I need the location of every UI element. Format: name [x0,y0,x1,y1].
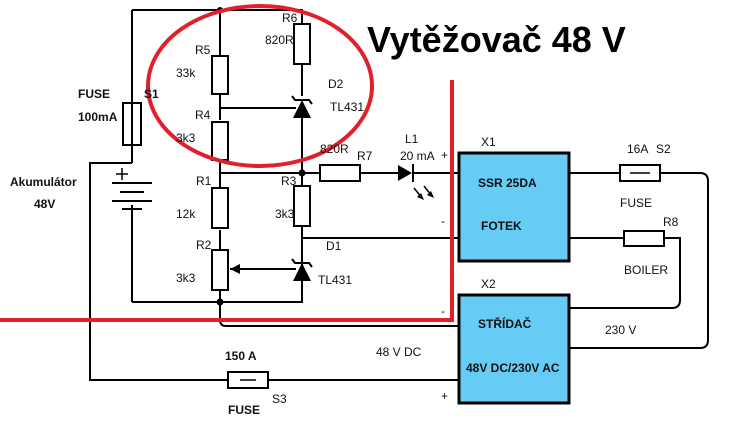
fuse-s3-label: FUSE [228,403,260,417]
ac-bus-label: 230 V [605,323,636,337]
x1-plus: + [441,148,448,162]
r8-ref: R8 [663,215,679,229]
junction-dot [298,169,306,177]
l1-ref: L1 [405,132,419,146]
x2-line1: STŘÍDAČ [478,316,532,331]
x1-ref: X1 [481,135,496,149]
resistor-r7 [319,164,361,182]
fuse-s1-rating: 100mA [78,110,118,124]
r3-value: 3k3 [275,207,295,221]
r6-value: 820R [265,33,294,47]
potentiometer-r2 [211,249,229,291]
diagram-title: Vytěžovač 48 V [367,19,626,60]
r2-value: 3k3 [176,271,196,285]
battery-symbol [112,168,152,210]
ssr-block-x1 [457,151,571,263]
resistor-r3 [293,185,311,227]
r3-ref: R3 [281,174,297,188]
red-boundary-line [0,80,454,322]
wiper-arrow-icon [230,264,240,274]
x2-minus: - [441,304,445,318]
x1-minus: - [441,214,445,228]
fuse-s3-ref: S3 [272,392,287,406]
led-l1-icon [398,164,434,200]
l1-current: 20 mA [400,149,435,163]
dc-bus-label: 48 V DC [376,345,422,359]
r5-value: 33k [176,66,196,80]
zener-d2-icon [291,95,313,118]
x1-line2: FOTEK [481,219,522,233]
resistor-r5 [211,55,229,95]
r6-ref: R6 [282,11,298,25]
d1-part: TL431 [318,273,352,287]
resistor-r6 [293,23,311,65]
d2-part: TL431 [330,100,364,114]
x1-line1: SSR 25DA [478,176,537,190]
x2-plus: + [441,389,448,403]
r4-ref: R4 [195,108,211,122]
red-highlight-ellipse [146,4,374,168]
fuse-s2-label: FUSE [620,196,652,210]
r4-value: 3k3 [176,131,196,145]
fuse-s1-label: FUSE [78,87,110,101]
resistor-r4 [211,121,229,161]
fuse-s2-rating: 16A [627,142,648,156]
d2-ref: D2 [328,77,344,91]
r7-ref: R7 [357,149,373,163]
battery-name: Akumulátor [10,175,77,189]
zener-d1-icon [291,258,313,281]
fuse-s1-ref: S1 [144,87,159,101]
fuse-s1 [122,102,142,146]
r1-value: 12k [176,207,196,221]
r5-ref: R5 [195,43,211,57]
x2-ref: X2 [481,277,496,291]
r8-value: BOILER [624,263,668,277]
d1-ref: D1 [326,239,342,253]
resistor-r8-boiler [623,230,665,247]
inverter-block-x2 [457,293,571,405]
r1-ref: R1 [196,174,212,188]
resistor-r1 [211,187,229,229]
fuse-s3-rating: 150 A [225,349,257,363]
x2-line2: 48V DC/230V AC [466,361,560,375]
battery-voltage: 48V [34,197,55,211]
r2-ref: R2 [196,238,212,252]
fuse-s2-ref: S2 [656,142,671,156]
r7-value: 820R [320,142,349,156]
junction-dot [216,298,224,306]
